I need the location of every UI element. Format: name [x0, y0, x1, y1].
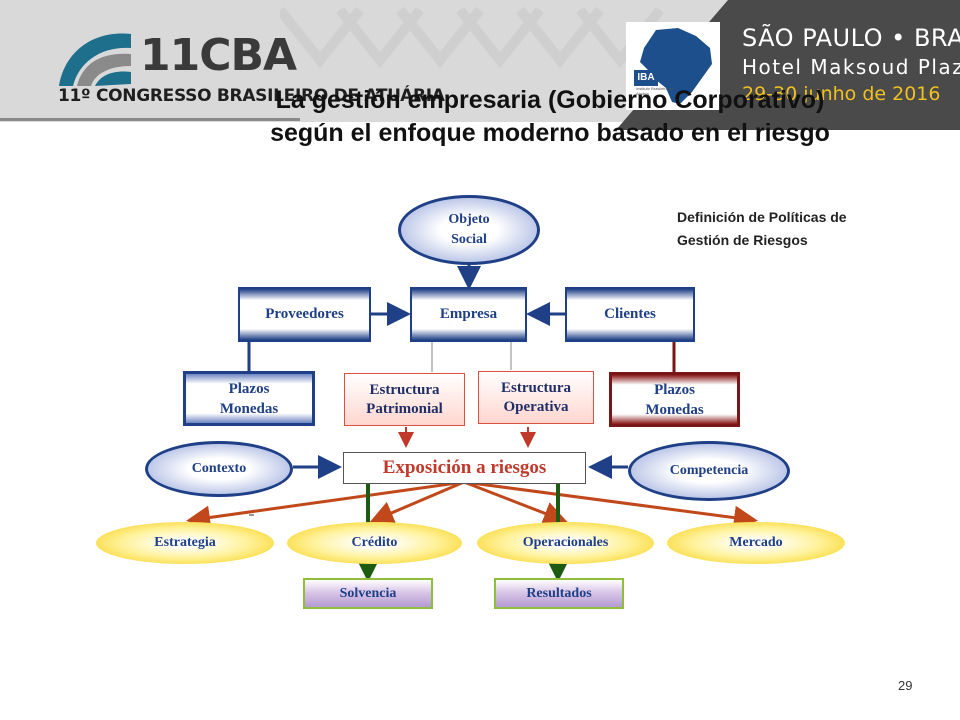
- arrow-exposicion-to-operacionales: [463, 480, 568, 525]
- slide-title-line-2: según el enfoque moderno basado en el ri…: [270, 119, 830, 147]
- institute-card: [626, 22, 720, 110]
- node-competencia: Competencia: [628, 441, 790, 501]
- event-dates: 29-30 junho de 2016: [742, 83, 941, 105]
- node-operativa-line-2: Operativa: [503, 398, 569, 415]
- policy-note-line-2: Gestión de Riesgos: [677, 232, 808, 248]
- node-objeto-social-line-2: Social: [451, 232, 487, 247]
- institute-label: IBA: [634, 70, 658, 86]
- node-objeto-social: Objeto Social: [398, 195, 540, 265]
- node-objeto-social-line-1: Objeto: [448, 212, 490, 227]
- node-patrimonial-line-2: Patrimonial: [366, 400, 443, 417]
- node-proveedores: Proveedores: [238, 287, 371, 342]
- institute-subtitle: Instituto Brasileiro de Atuária: [636, 86, 674, 96]
- event-hotel: Hotel Maksoud Plaza: [742, 55, 960, 79]
- policy-note-line-1: Definición de Políticas de: [677, 209, 847, 225]
- node-patrimonial-line-1: Estructura: [369, 381, 440, 398]
- node-estructura-operativa: Estructura Operativa: [478, 371, 594, 424]
- node-empresa: Empresa: [410, 287, 527, 342]
- node-estrategia: Estrategia: [96, 522, 274, 564]
- brazil-map-icon: [640, 28, 712, 104]
- policy-note: Definición de Políticas de Gestión de Ri…: [677, 206, 847, 252]
- node-operativa-line-1: Estructura: [501, 379, 571, 396]
- node-plazos-right-line-2: Monedas: [645, 401, 704, 418]
- node-plazos-right-line-1: Plazos: [654, 381, 695, 398]
- arrow-exposicion-to-estrategia: [186, 480, 465, 530]
- slide-title-line-1: La gestión empresaria (Gobierno Corporat…: [275, 86, 825, 114]
- node-mercado: Mercado: [667, 522, 845, 564]
- node-plazos-monedas-left: Plazos Monedas: [183, 371, 315, 426]
- logo-name: 11CBA: [140, 30, 297, 81]
- node-plazos-left-line-2: Monedas: [219, 400, 279, 417]
- node-credito: Crédito: [287, 522, 462, 564]
- logo-subtitle: 11º CONGRESSO BRASILEIRO DE ATUÁRIA: [58, 86, 445, 106]
- node-plazos-left-line-1: Plazos: [228, 380, 270, 397]
- node-solvencia: Solvencia: [303, 578, 433, 609]
- congress-logo-icon: [59, 33, 131, 86]
- banner-underline: [0, 118, 300, 121]
- node-resultados: Resultados: [494, 578, 624, 609]
- arrow-exposicion-to-mercado: [463, 480, 758, 530]
- page-number: 29: [898, 678, 913, 693]
- event-city: SÃO PAULO • BRASIL: [742, 24, 960, 52]
- node-exposicion-riesgos: Exposición a riesgos: [343, 452, 586, 484]
- slide-title: La gestión empresaria (Gobierno Corporat…: [200, 84, 900, 150]
- node-operacionales: Operacionales: [477, 522, 654, 564]
- node-contexto: Contexto: [145, 441, 293, 497]
- node-plazos-monedas-right: Plazos Monedas: [609, 372, 740, 427]
- node-estructura-patrimonial: Estructura Patrimonial: [344, 373, 465, 426]
- arrow-exposicion-to-credito: [369, 480, 465, 524]
- node-clientes: Clientes: [565, 287, 695, 342]
